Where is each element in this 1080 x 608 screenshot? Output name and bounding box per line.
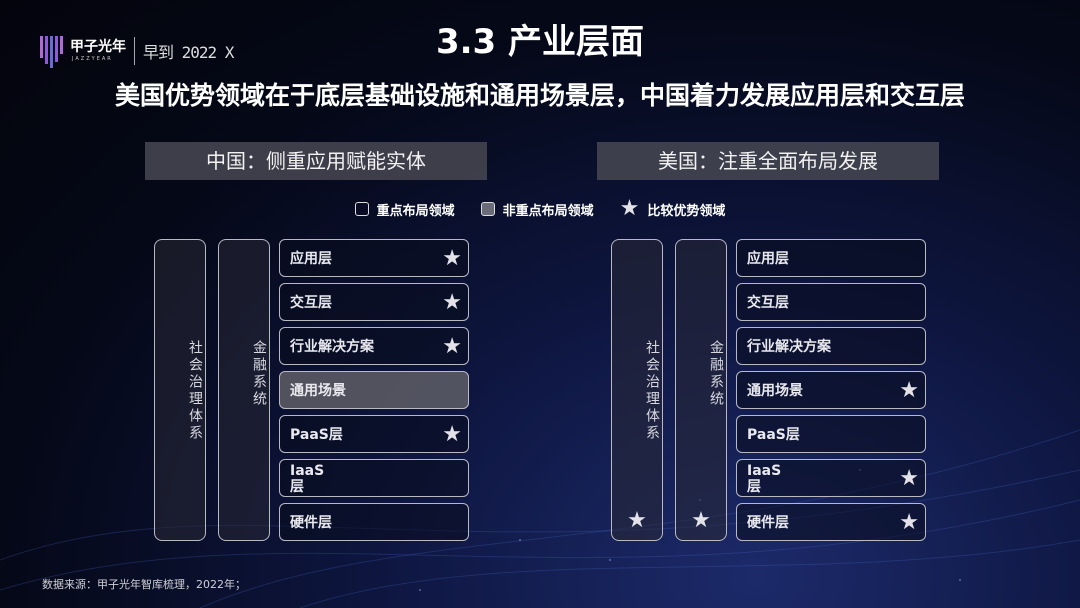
- usa-layer-box: 行业解决方案: [736, 327, 926, 365]
- china-layer-box: PaaS层 ★: [279, 415, 469, 453]
- legend: 重点布局领域 非重点布局领域 ★ 比较优势领域: [0, 198, 1080, 220]
- china-header: 中国：侧重应用赋能实体: [145, 142, 487, 180]
- star-icon: ★: [676, 510, 726, 532]
- star-icon: ★: [442, 292, 462, 314]
- usa-layer-box: 应用层: [736, 239, 926, 277]
- usa-layer-box: 硬件层 ★: [736, 503, 926, 541]
- layer-label: 硬件层: [747, 504, 789, 542]
- usa-col-social-governance: 社会治理体系 ★: [611, 239, 663, 541]
- source-footnote: 数据来源：甲子光年智库梳理，2022年；: [42, 576, 246, 592]
- layer-label: PaaS层: [290, 416, 343, 454]
- layer-label: IaaS层: [290, 463, 330, 495]
- china-col2-label: 金融系统: [219, 340, 269, 408]
- legend-nonkey-label: 非重点布局领域: [503, 200, 594, 219]
- legend-filled-box-icon: [481, 202, 495, 216]
- star-icon: ★: [620, 198, 640, 220]
- china-col-social-governance: 社会治理体系: [154, 239, 206, 541]
- china-col-financial-system: 金融系统: [218, 239, 270, 541]
- layer-label: PaaS层: [747, 416, 800, 454]
- layer-label: 行业解决方案: [747, 328, 831, 366]
- usa-col1-label: 社会治理体系: [612, 340, 662, 442]
- layer-label: 通用场景: [747, 372, 803, 410]
- star-icon: ★: [899, 468, 919, 490]
- usa-layer-box: 通用场景 ★: [736, 371, 926, 409]
- layer-label: 应用层: [290, 240, 332, 278]
- legend-empty-box-icon: [355, 202, 369, 216]
- layer-label: 交互层: [290, 284, 332, 322]
- china-layer-box: 交互层 ★: [279, 283, 469, 321]
- page-subtitle: 美国优势领域在于底层基础设施和通用场景层，中国着力发展应用层和交互层: [0, 76, 1080, 112]
- china-layer-box: 通用场景: [279, 371, 469, 409]
- page-title: 3.3 产业层面: [0, 14, 1080, 63]
- china-layer-box: 行业解决方案 ★: [279, 327, 469, 365]
- star-icon: ★: [442, 248, 462, 270]
- legend-nonkey-area: 非重点布局领域: [481, 198, 594, 220]
- usa-layer-box: IaaS层 ★: [736, 459, 926, 497]
- star-icon: ★: [612, 510, 662, 532]
- star-icon: ★: [442, 424, 462, 446]
- layer-label: 应用层: [747, 240, 789, 278]
- legend-key-label: 重点布局领域: [377, 200, 455, 219]
- layer-label: IaaS层: [747, 463, 787, 495]
- layer-label: 通用场景: [290, 372, 346, 410]
- china-layer-box: IaaS层: [279, 459, 469, 497]
- layer-label: 硬件层: [290, 504, 332, 542]
- legend-advantage-label: 比较优势领域: [647, 200, 725, 219]
- star-icon: ★: [899, 380, 919, 402]
- legend-advantage-area: ★ 比较优势领域: [620, 198, 726, 220]
- usa-col-financial-system: 金融系统 ★: [675, 239, 727, 541]
- china-layer-box: 应用层 ★: [279, 239, 469, 277]
- usa-header: 美国：注重全面布局发展: [597, 142, 939, 180]
- star-icon: ★: [899, 512, 919, 534]
- legend-key-area: 重点布局领域: [355, 198, 455, 220]
- china-layer-box: 硬件层: [279, 503, 469, 541]
- layer-label: 行业解决方案: [290, 328, 374, 366]
- china-col1-label: 社会治理体系: [155, 340, 205, 442]
- usa-layer-box: PaaS层: [736, 415, 926, 453]
- star-icon: ★: [442, 336, 462, 358]
- layer-label: 交互层: [747, 284, 789, 322]
- usa-layer-box: 交互层: [736, 283, 926, 321]
- usa-col2-label: 金融系统: [676, 340, 726, 408]
